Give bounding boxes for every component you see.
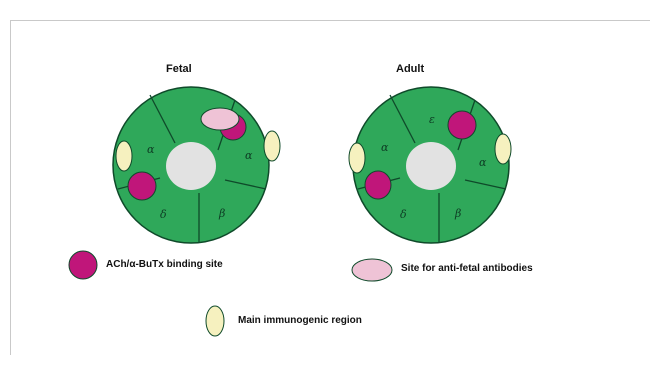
fetal-anti-fetal-site <box>201 108 239 130</box>
fetal-mir-site <box>264 131 280 161</box>
legend-anti-fetal-label: Site for anti-fetal antibodies <box>401 263 533 274</box>
adult-subunit-label-3: α <box>479 156 487 169</box>
adult-subunit-label-1: ε <box>429 113 435 126</box>
adult-mir-site <box>495 134 511 164</box>
legend-binding-site-label: ACh/α-BuTx binding site <box>106 259 223 270</box>
fetal-subunit-label-2: α <box>147 143 155 156</box>
fetal-subunit-label-3: α <box>245 149 253 162</box>
fetal-subunit-label-5: β <box>218 207 225 220</box>
adult-subunit-label-5: β <box>454 207 461 220</box>
fetal-binding-site <box>128 172 156 200</box>
fetal-subunit-label-4: δ <box>160 208 167 221</box>
fetal-receptor: γ α α δ β <box>113 87 280 243</box>
legend-mir-label: Main immunogenic region <box>238 315 362 326</box>
legend-mir-swatch <box>206 306 224 336</box>
adult-binding-site <box>365 171 391 199</box>
adult-receptor: ε α α δ β <box>349 87 511 243</box>
legend-anti-fetal-swatch <box>352 259 392 281</box>
fetal-mir-site <box>116 141 132 171</box>
adult-subunit-label-2: α <box>381 141 389 154</box>
adult-subunit-label-4: δ <box>400 208 407 221</box>
adult-central-pore <box>406 142 456 190</box>
adult-mir-site <box>349 143 365 173</box>
legend-binding-site-swatch <box>69 251 97 279</box>
fetal-central-pore <box>166 142 216 190</box>
adult-binding-site <box>448 111 476 139</box>
